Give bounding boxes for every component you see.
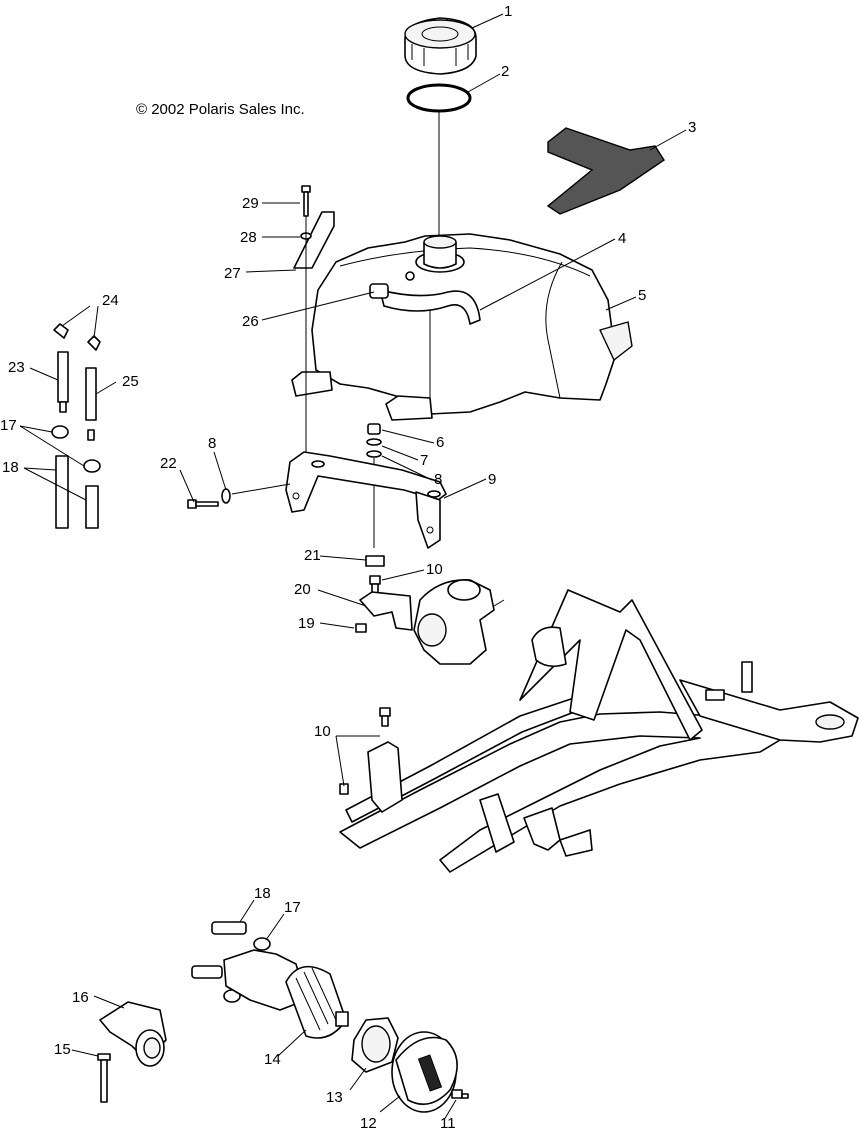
grommet-21 <box>365 555 385 567</box>
callout-labels: 1 2 3 4 5 6 7 8 9 10 11 12 13 14 15 16 1… <box>0 3 696 1132</box>
fuel-valve-bracket <box>99 1001 167 1067</box>
callout-8-right: 8 <box>434 471 442 488</box>
callout-18-left: 18 <box>2 459 19 476</box>
valve-nut-13 <box>351 1017 399 1073</box>
callout-4: 4 <box>618 230 626 247</box>
callout-17-lower: 17 <box>284 899 301 916</box>
callout-3: 3 <box>688 119 696 136</box>
callout-11: 11 <box>440 1115 456 1132</box>
foam-pad <box>546 127 665 215</box>
carburetor-bracket <box>355 591 413 633</box>
callout-15: 15 <box>54 1041 71 1058</box>
callout-29: 29 <box>242 195 259 212</box>
valve-knob-12 <box>391 1031 458 1113</box>
callout-12: 12 <box>360 1115 377 1132</box>
callout-23: 23 <box>8 359 25 376</box>
screw-15 <box>97 1053 111 1103</box>
fuel-valve <box>191 921 349 1039</box>
bolt-10-lower <box>339 707 391 795</box>
callout-27: 27 <box>224 265 241 282</box>
callout-7: 7 <box>420 452 428 469</box>
fuel-cap <box>404 17 477 75</box>
frame <box>339 589 859 873</box>
bolt <box>301 185 311 217</box>
callout-20: 20 <box>294 581 311 598</box>
screw-11 <box>451 1089 469 1099</box>
callout-19: 19 <box>298 615 315 632</box>
callout-6: 6 <box>436 434 444 451</box>
hose-fitting <box>369 283 389 299</box>
callout-2: 2 <box>501 63 509 80</box>
leader-lines <box>19 13 687 1121</box>
callout-8-left: 8 <box>208 435 216 452</box>
callout-25: 25 <box>122 373 139 390</box>
hose-assembly-left <box>51 323 101 529</box>
callout-17-left: 17 <box>0 417 17 434</box>
callout-21: 21 <box>304 547 321 564</box>
copyright-text: © 2002 Polaris Sales Inc. <box>136 101 305 118</box>
callout-10-lower: 10 <box>314 723 331 740</box>
o-ring <box>406 83 472 113</box>
callout-28: 28 <box>240 229 257 246</box>
callout-14: 14 <box>264 1051 281 1068</box>
tank-bracket <box>293 211 335 269</box>
callout-1: 1 <box>504 3 512 20</box>
callout-22: 22 <box>160 455 177 472</box>
fuel-tank <box>291 233 633 421</box>
callout-5: 5 <box>638 287 646 304</box>
carburetor <box>413 579 505 665</box>
bolt-19 <box>355 623 367 633</box>
callout-26: 26 <box>242 313 259 330</box>
callout-18-lower: 18 <box>254 885 271 902</box>
bolt-22 <box>187 488 231 509</box>
bolt-10-upper <box>369 575 381 595</box>
cross-bracket <box>285 451 447 549</box>
grommet-stack <box>366 423 382 458</box>
callout-9: 9 <box>488 471 496 488</box>
callout-16: 16 <box>72 989 89 1006</box>
callout-13: 13 <box>326 1089 343 1106</box>
callout-10-upper: 10 <box>426 561 443 578</box>
callout-24: 24 <box>102 292 119 309</box>
